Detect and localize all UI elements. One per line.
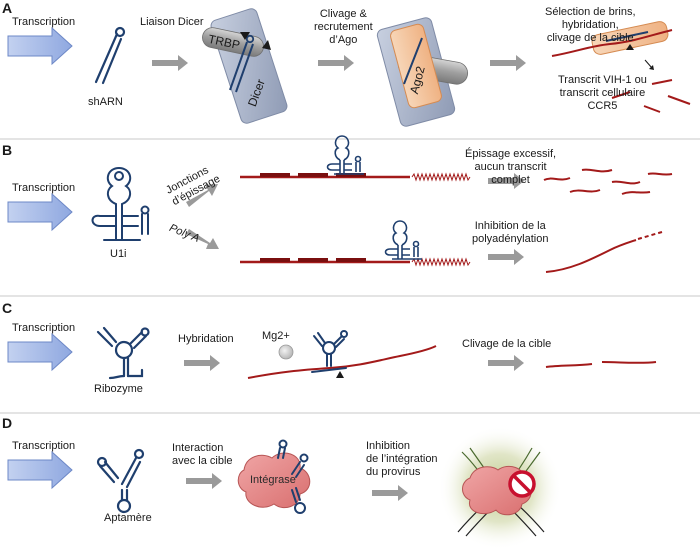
- panel-letter-c: C: [2, 300, 13, 316]
- ago2-complex: [376, 17, 469, 127]
- label-dicer-binding: Liaison Dicer: [140, 16, 204, 28]
- step-arrow: [152, 55, 188, 71]
- label-transcription-b: Transcription: [12, 182, 76, 194]
- step-arrow: [318, 55, 354, 71]
- panel-letter-b: B: [2, 142, 13, 158]
- label-aptamer: Aptamère: [104, 512, 152, 524]
- label-excess-splicing: Épissage excessif, aucun transcrit compl…: [465, 148, 557, 186]
- ribozyme-target: [247, 330, 437, 379]
- step-arrow: [186, 184, 218, 207]
- step-arrow: [372, 485, 408, 501]
- spliced-fragments: [543, 168, 673, 195]
- label-target-cleavage: Clivage de la cible: [462, 338, 552, 350]
- transcription-arrow: [7, 192, 73, 232]
- mg-ion: [278, 344, 294, 360]
- step-arrow: [488, 173, 524, 189]
- shrna-hairpin: [94, 26, 126, 85]
- label-transcription-d: Transcription: [12, 440, 76, 452]
- transcription-arrow: [7, 450, 73, 490]
- panel-letter-d: D: [2, 415, 13, 431]
- aptamer-structure: [96, 448, 145, 514]
- label-transcription-c: Transcription: [12, 322, 76, 334]
- label-target-transcript: Transcrit VIH-1 ou transcrit cellulaire …: [558, 74, 647, 112]
- label-ribozyme: Ribozyme: [94, 383, 143, 395]
- ribozyme-structure: [96, 326, 150, 380]
- label-target-interaction: Interaction avec la cible: [172, 442, 233, 467]
- transcription-arrow: [7, 332, 73, 372]
- u1i-structure: [91, 166, 150, 241]
- integration-blocked: [438, 426, 562, 550]
- label-shrna: shARN: [88, 96, 123, 108]
- label-cleavage-ago: Clivage & recrutement d’Ago: [314, 8, 373, 46]
- label-integration-inhibition: Inhibition de l’intégration du provirus: [366, 440, 438, 478]
- transcript-upper: [240, 135, 471, 182]
- step-arrow: [186, 473, 222, 489]
- label-transcription-a: Transcription: [12, 16, 76, 28]
- step-arrow: [488, 355, 524, 371]
- step-arrow: [186, 229, 219, 249]
- step-arrow: [490, 55, 526, 71]
- step-arrow: [184, 355, 220, 371]
- integrase-complex: [237, 439, 311, 514]
- row-b: [7, 135, 673, 273]
- label-strand-selection: Sélection de brins, hybridation, clivage…: [545, 6, 636, 44]
- label-integrase: Intégrase: [250, 474, 296, 486]
- transcript-lower: [240, 220, 471, 267]
- uncleaved-transcript: [545, 231, 663, 273]
- label-polyadenylation-inhibition: Inhibition de la polyadénylation: [472, 220, 549, 245]
- label-u1i: U1i: [110, 248, 127, 260]
- label-mg: Mg2+: [262, 330, 290, 342]
- cleaved-products: [545, 361, 657, 368]
- transcription-arrow: [7, 26, 73, 66]
- label-hybridization: Hybridation: [178, 333, 234, 345]
- target-cleavage: [551, 21, 691, 113]
- step-arrow: [488, 249, 524, 265]
- dicer-complex: [202, 8, 288, 124]
- row-c: [7, 326, 657, 380]
- row-d: [7, 426, 562, 550]
- panel-letter-a: A: [2, 0, 13, 16]
- row-a: [7, 8, 691, 127]
